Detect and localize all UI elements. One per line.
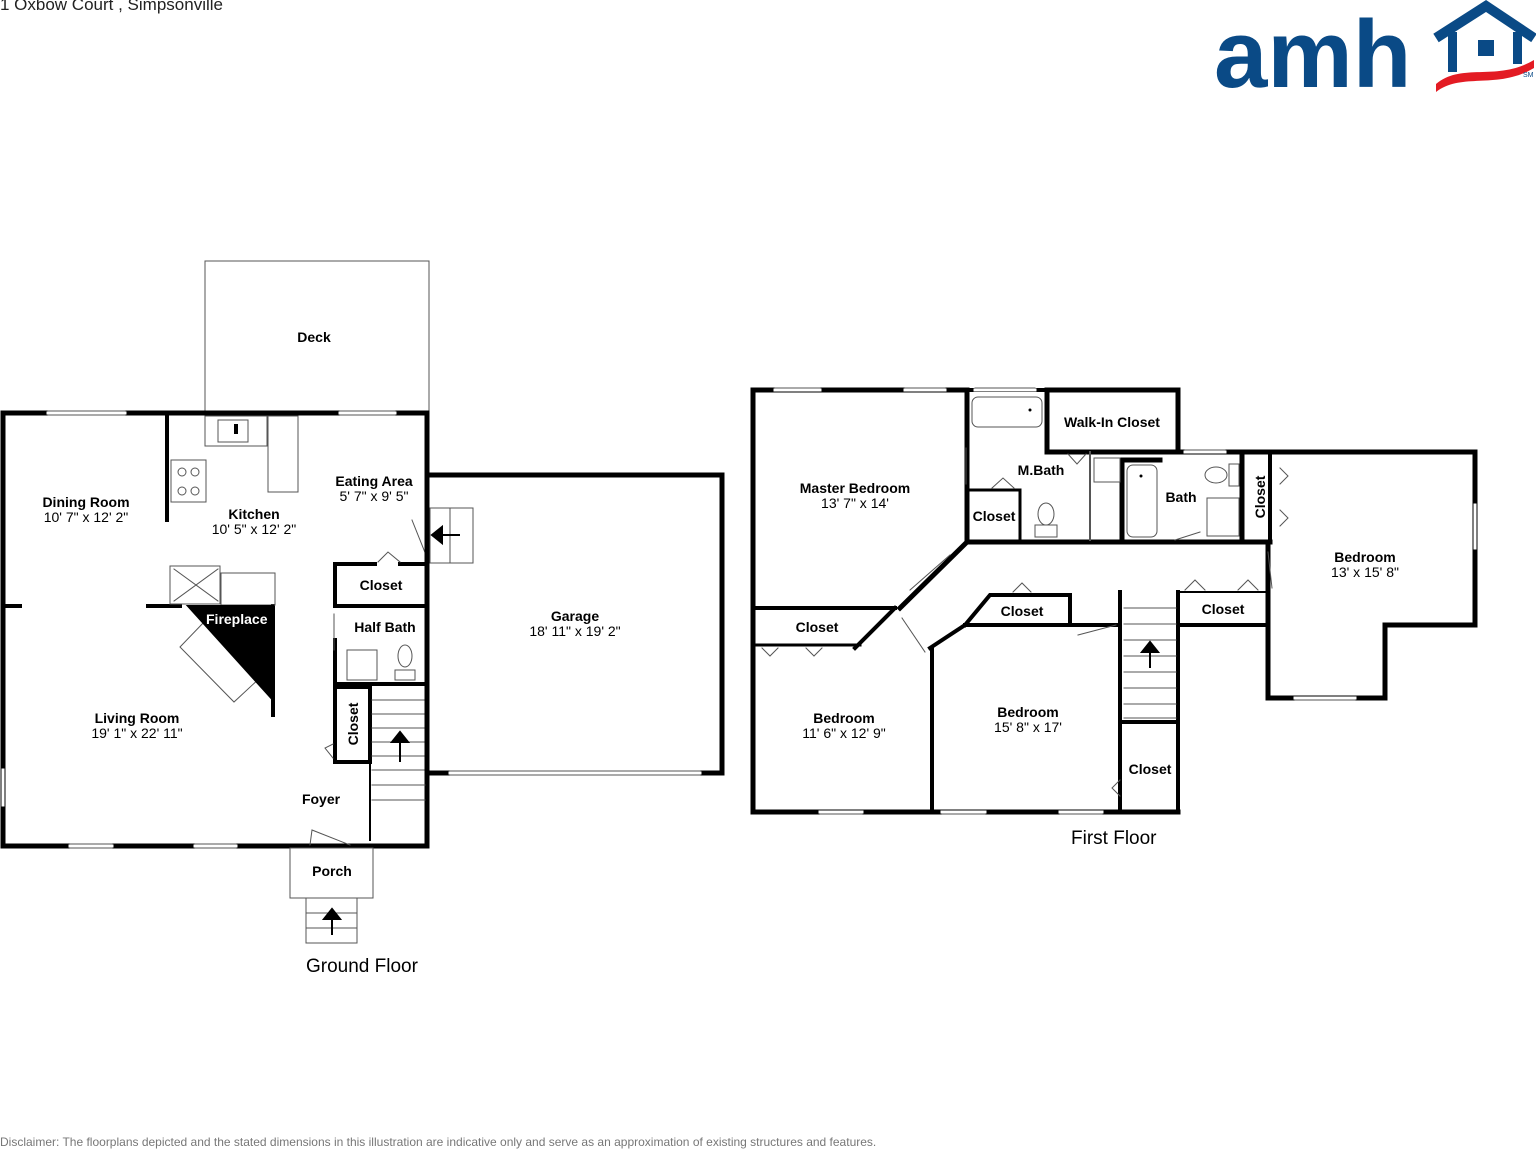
first-floor-title: First Floor — [1071, 828, 1157, 849]
disclaimer-text: Disclaimer: The floorplans depicted and … — [0, 1135, 877, 1149]
room-closet-bedroom-left: Closet — [795, 619, 839, 635]
room-half-bath: Half Bath — [354, 619, 416, 635]
room-master-bath: M.Bath — [1017, 462, 1065, 478]
room-deck: Deck — [297, 329, 331, 345]
logo-service-mark: SM — [1523, 72, 1534, 79]
ground-floor-title: Ground Floor — [306, 956, 418, 977]
room-closet-linen: Closet — [1201, 601, 1245, 617]
room-closet-center: Closet — [1128, 761, 1172, 777]
room-closet-ground: Closet — [359, 577, 403, 593]
house-roof-icon — [1433, 0, 1536, 92]
room-closet-hall: Closet — [1000, 603, 1044, 619]
room-closet-master: Closet — [972, 508, 1016, 524]
room-closet-vertical: Closet — [1252, 475, 1268, 519]
property-address: 1 Oxbow Court , Simpsonville — [0, 0, 223, 14]
fireplace-label: Fireplace — [206, 611, 268, 627]
room-foyer: Foyer — [301, 791, 341, 807]
room-closet-stairs: Closet — [345, 702, 361, 746]
room-walk-in-closet: Walk-In Closet — [1064, 414, 1160, 430]
amh-logo: amh SM — [1214, 0, 1536, 95]
logo-text: amh — [1214, 1, 1411, 95]
room-bath: Bath — [1165, 489, 1197, 505]
room-porch: Porch — [312, 863, 352, 879]
